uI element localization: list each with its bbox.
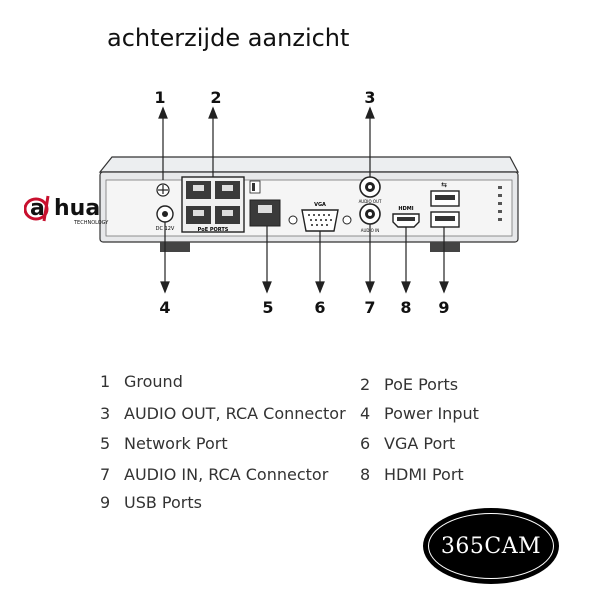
legend-label: AUDIO OUT, RCA Connector: [124, 404, 346, 423]
callout-4: 4: [159, 298, 170, 317]
legend-num: 7: [100, 465, 111, 484]
rear-panel-diagram: DC 12V PoE PORTS VGA AU: [98, 88, 519, 317]
vga-port: VGA: [288, 202, 352, 232]
legend-num: 8: [360, 465, 371, 484]
logo-sub: TECHNOLOGY: [73, 220, 109, 226]
ground-terminal: [156, 183, 170, 197]
hdmi-port: HDMI: [392, 206, 420, 228]
legend-num: 2: [360, 375, 371, 394]
poe-ports: PoE PORTS: [181, 176, 245, 233]
legend-label: Power Input: [384, 404, 479, 423]
audio-out-rca: AUDIO OUT: [359, 176, 382, 204]
legend-label: AUDIO IN, RCA Connector: [124, 465, 329, 484]
usb-ports: ⇆: [430, 181, 460, 228]
callout-2: 2: [210, 88, 221, 107]
badge-ring: [428, 513, 554, 579]
legend-label: USB Ports: [124, 493, 202, 512]
badge-text: 365CAM: [440, 533, 542, 559]
watermark-badge: 365CAM: [423, 508, 559, 584]
callout-5: 5: [262, 298, 273, 317]
legend-item: 3 AUDIO OUT, RCA Connector: [100, 404, 346, 423]
callout-8: 8: [400, 298, 411, 317]
legend-item: 7 AUDIO IN, RCA Connector: [100, 465, 328, 484]
legend-label: Ground: [124, 372, 183, 391]
legend-label: HDMI Port: [384, 465, 464, 484]
legend-item: 4 Power Input: [360, 404, 479, 423]
page-title: achterzijde aanzicht: [107, 24, 350, 52]
audio-in-rca: AUDIO IN: [359, 203, 381, 233]
legend-num: 3: [100, 404, 111, 423]
legend-num: 1: [100, 372, 111, 391]
callout-7: 7: [364, 298, 375, 317]
callout-3: 3: [364, 88, 375, 107]
audio-out-label: AUDIO OUT: [359, 199, 382, 204]
poe-label: PoE PORTS: [198, 227, 229, 233]
legend-num: 6: [360, 434, 371, 453]
legend-item: 8 HDMI Port: [360, 465, 464, 484]
legend-item: 9 USB Ports: [100, 493, 202, 512]
legend-label: Network Port: [124, 434, 228, 453]
callout-1: 1: [154, 88, 165, 107]
svg-text:a: a: [30, 196, 45, 221]
callout-9: 9: [438, 298, 449, 317]
legend-num: 9: [100, 493, 111, 512]
legend-item: 6 VGA Port: [360, 434, 455, 453]
legend-label: VGA Port: [384, 434, 456, 453]
legend-item: 2 PoE Ports: [360, 375, 458, 394]
brand-logo: a hua TECHNOLOGY: [24, 195, 109, 226]
hdmi-label: HDMI: [398, 206, 413, 212]
legend-item: 5 Network Port: [100, 434, 228, 453]
vga-label: VGA: [314, 202, 326, 208]
usb-icon: ⇆: [441, 181, 447, 189]
network-port: [249, 199, 281, 227]
legend-num: 4: [360, 404, 371, 423]
callout-6: 6: [314, 298, 325, 317]
legend-label: PoE Ports: [384, 375, 459, 394]
legend-item: 1 Ground: [100, 372, 183, 391]
svg-text:hua: hua: [54, 196, 100, 221]
legend-num: 5: [100, 434, 111, 453]
